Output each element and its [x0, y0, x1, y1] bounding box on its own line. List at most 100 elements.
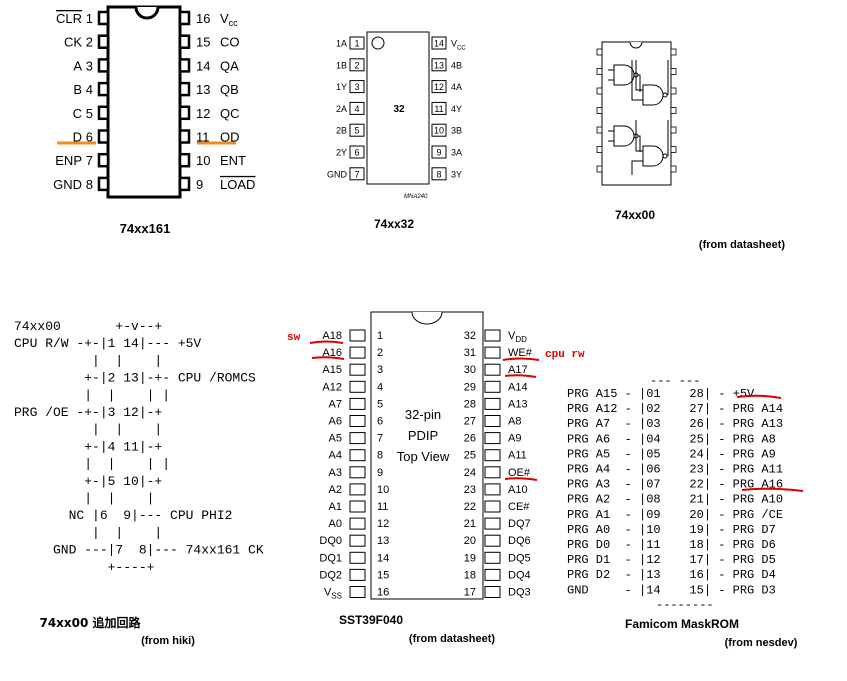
chip32-pin-box — [349, 145, 365, 159]
chip32-pin-number: 8 — [436, 169, 441, 179]
chip161-pin-name: CO — [220, 35, 240, 50]
sst-annotation-sw: sw — [287, 332, 301, 344]
sst-pin-name: A0 — [329, 518, 342, 530]
chip161-pin-box — [97, 152, 110, 168]
maskrom-line: PRG A6 - |04 25| - PRG A8 — [567, 432, 776, 446]
sst-pin-box — [484, 380, 501, 393]
sst-pin-number: 9 — [377, 467, 383, 479]
chip32-pin-box — [431, 58, 447, 72]
sst-pin-box — [484, 346, 501, 359]
ascii-source: (from hiki) — [141, 635, 195, 647]
chip00-notch — [629, 41, 643, 49]
chip32-pin-number: 4 — [354, 104, 359, 114]
chip32-pin-number: 1 — [354, 39, 359, 49]
chip161-pin-number: 4 — [86, 82, 93, 97]
chip32-pin-name: 2B — [336, 126, 347, 136]
sst-pin-box — [484, 466, 501, 479]
sst-pin-number: 4 — [377, 381, 383, 393]
chip161-pin-number: 12 — [196, 106, 210, 121]
ascii-line: GND ---|7 8|--- 74xx161 CK — [14, 543, 264, 558]
sst-pin-name: A16 — [322, 347, 342, 359]
sst-pin-box — [349, 534, 366, 547]
sst-pin-number: 31 — [464, 347, 476, 359]
chip161-pin-number: 6 — [86, 130, 93, 145]
chip32-pin-name: 1A — [336, 39, 347, 49]
chip00-pin — [596, 68, 603, 75]
ascii-74xx00-circuit: 74xx00 +-v--+CPU R/W -+-|1 14|--- +5V | … — [14, 319, 264, 647]
nand-gate-2 — [642, 84, 664, 106]
maskrom-line: PRG A5 - |05 24| - PRG A9 — [567, 447, 776, 461]
sst-caption: SST39F040 — [339, 613, 403, 627]
nand-gate-4 — [642, 145, 664, 167]
chip32-pin-name: 3Y — [451, 169, 462, 179]
sst-pin-name: A1 — [329, 501, 342, 513]
sst-pin-number: 12 — [377, 518, 389, 530]
chip32-pin-number: 11 — [434, 104, 443, 114]
sst-pin-box — [349, 568, 366, 581]
chip00-pin — [670, 165, 677, 173]
sst-pin-box — [484, 568, 501, 581]
sst-pin-name: A9 — [508, 433, 521, 445]
chip161-pin-box — [178, 129, 191, 144]
ascii-line: +----+ — [14, 560, 155, 575]
chip161-pin-box — [178, 176, 191, 192]
chip161-pin-box — [178, 34, 191, 49]
chip00-pin — [596, 146, 603, 153]
sst-pin-number: 27 — [464, 416, 476, 428]
sst-pin-box — [484, 415, 501, 427]
chip32-pin-name: GND — [327, 169, 348, 179]
chip32-pin-number: 9 — [436, 148, 441, 158]
chip32-pin-box — [349, 123, 365, 137]
chip32-pin-box — [349, 101, 365, 115]
sst-pin-box — [349, 586, 366, 598]
sst-pin-box — [349, 329, 366, 342]
sst-pin-name: OE# — [508, 467, 531, 479]
chip00-gates — [608, 60, 669, 175]
ascii-circuit-lines: 74xx00 +-v--+CPU R/W -+-|1 14|--- +5V | … — [14, 319, 264, 575]
chip32-body — [366, 31, 430, 185]
chip161-pin-name: QB — [220, 82, 239, 97]
ascii-line: | | | — [14, 422, 162, 437]
ascii-line: PRG /OE -+-|3 12|-+ — [14, 405, 162, 420]
chip32-pin-name: 3B — [451, 126, 462, 136]
sst-pin-name: DQ1 — [319, 552, 342, 564]
ascii-line: | | | | — [14, 457, 170, 472]
sst-pin-box — [484, 397, 501, 410]
maskrom-top-bar: --- --- — [650, 374, 700, 388]
chip161-pin-box — [97, 129, 110, 144]
sst-source: (from datasheet) — [409, 633, 496, 645]
sst-pin-box — [349, 466, 366, 479]
sst-pin-box — [349, 397, 366, 410]
sst-pin-name: DQ3 — [508, 587, 531, 599]
chip161-pin-box — [97, 176, 110, 192]
chip32-pin-name: 3A — [451, 148, 462, 158]
ascii-line: 74xx00 +-v--+ — [14, 319, 162, 334]
ascii-line: | | | | — [14, 388, 170, 403]
chip32-pin-number: 5 — [354, 126, 359, 136]
ascii-line: | | | — [14, 353, 162, 368]
chip161-pin-name: D — [73, 130, 82, 145]
chip161-pin-box — [178, 152, 191, 168]
ascii-line: | | | — [14, 491, 154, 506]
chip32-center-label: 32 — [393, 104, 405, 115]
sst-pin-name: A11 — [508, 450, 527, 462]
sst-pin-name: A5 — [329, 433, 342, 445]
sst-pin-name: DQ2 — [319, 569, 342, 581]
chip161-body — [106, 5, 182, 199]
chip00-pin — [670, 107, 677, 114]
chip161-pin-box — [178, 81, 191, 97]
chip32-pin-name: 4Y — [451, 104, 462, 114]
sst-pin-box — [349, 449, 366, 462]
sst-pin-number: 3 — [377, 364, 383, 376]
sst-left-pins: 1A182A163A154A125A76A67A58A49A310A211A11… — [319, 329, 389, 601]
chip32-pin-box — [349, 58, 365, 72]
sst-pin-name: A13 — [508, 398, 528, 410]
sst-pin-name: VSS — [324, 587, 342, 601]
sst-pin-name: A2 — [329, 484, 342, 496]
sst-pin-number: 28 — [464, 398, 476, 410]
